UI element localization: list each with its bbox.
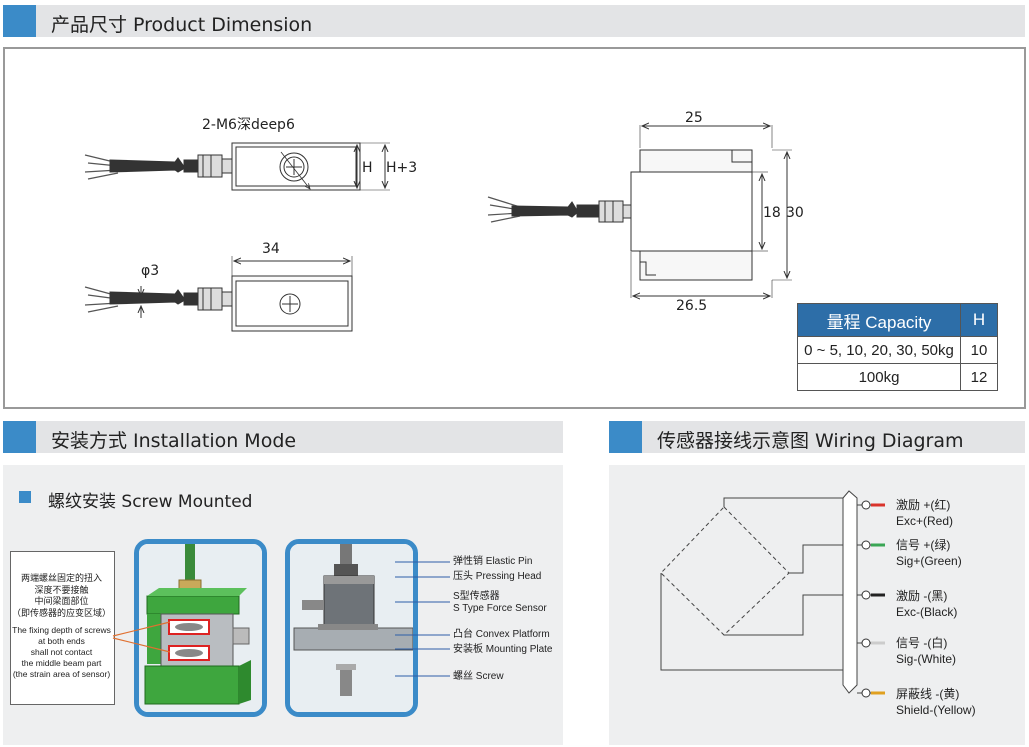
section-title: 产品尺寸 Product Dimension (51, 14, 313, 36)
width-25-label: 25 (685, 110, 703, 126)
header-accent (3, 5, 36, 37)
mounting-image (285, 539, 418, 717)
h-label: H (362, 160, 373, 176)
length-34-label: 34 (262, 241, 280, 257)
part-elastic-pin: 弹性销 Elastic Pin (453, 556, 533, 567)
section-header-dimension: 产品尺寸 Product Dimension (3, 5, 1025, 37)
note-en: The fixing depth of screws at both ends … (12, 625, 111, 679)
diameter-3-label: φ3 (141, 263, 160, 279)
height-18-label: 18 (763, 205, 781, 221)
h-header: H (960, 303, 998, 337)
install-subtitle: 螺纹安装 Screw Mounted (48, 492, 253, 512)
wiring-panel (609, 465, 1025, 745)
table-row: 0 ~ 5, 10, 20, 30, 50kg 10 (797, 336, 998, 364)
wire-exc-plus: 激励 +(红) Exc+(Red) (896, 498, 954, 528)
capacity-cell: 100kg (797, 363, 961, 391)
part-s-sensor-cn: S型传感器 (453, 591, 500, 602)
note-box (10, 551, 115, 705)
wire-sig-plus: 信号 +(绿) Sig+(Green) (896, 538, 962, 568)
wire-exc-minus: 激励 -(黑) Exc-(Black) (896, 589, 958, 619)
part-screw: 螺丝 Screw (453, 671, 504, 682)
wire-shield: 屏蔽线 -(黄) Shield-(Yellow) (896, 687, 976, 717)
height-30-label: 30 (786, 205, 804, 221)
fixture-image (134, 539, 267, 717)
part-leader-lines (395, 561, 450, 677)
note-cn: 两端螺丝固定的扭入 深度不要接触 中间梁面部位 （即传感器的应变区域） (11, 573, 111, 618)
install-bullet (19, 491, 31, 503)
sensor-side-view (487, 125, 792, 298)
part-mounting-plate: 安装板 Mounting Plate (453, 644, 553, 655)
table-row: 100kg 12 (797, 363, 998, 391)
part-convex-platform: 凸台 Convex Platform (453, 629, 550, 640)
mounting-illustration (290, 544, 413, 712)
width-265-label: 26.5 (676, 298, 708, 314)
h3-label: H+3 (386, 160, 418, 176)
note-arrows (112, 621, 171, 653)
part-pressing-head: 压头 Pressing Head (453, 571, 542, 582)
section-header-wiring: 传感器接线示意图 Wiring Diagram (609, 421, 1025, 453)
dimension-drawing (84, 0, 792, 332)
section-title: 安装方式 Installation Mode (51, 430, 297, 452)
part-s-sensor-en: S Type Force Sensor (453, 603, 547, 614)
capacity-cell: 0 ~ 5, 10, 20, 30, 50kg (797, 336, 961, 364)
header-accent (609, 421, 642, 453)
h-cell: 10 (960, 336, 998, 364)
header-accent (3, 421, 36, 453)
sensor-bottom-view (84, 256, 353, 332)
thread-label: 2-M6深deep6 (202, 117, 295, 133)
section-title: 传感器接线示意图 Wiring Diagram (657, 430, 964, 452)
capacity-header: 量程 Capacity (797, 303, 961, 337)
wire-sig-minus: 信号 -(白) Sig-(White) (896, 636, 957, 666)
capacity-table: 量程 Capacity H 0 ~ 5, 10, 20, 30, 50kg 10… (797, 303, 998, 391)
section-header-install: 安装方式 Installation Mode (3, 421, 563, 453)
sensor-top-view (84, 142, 390, 191)
fixture-illustration (139, 544, 262, 712)
wiring-diagram (660, 490, 885, 698)
h-cell: 12 (960, 363, 998, 391)
